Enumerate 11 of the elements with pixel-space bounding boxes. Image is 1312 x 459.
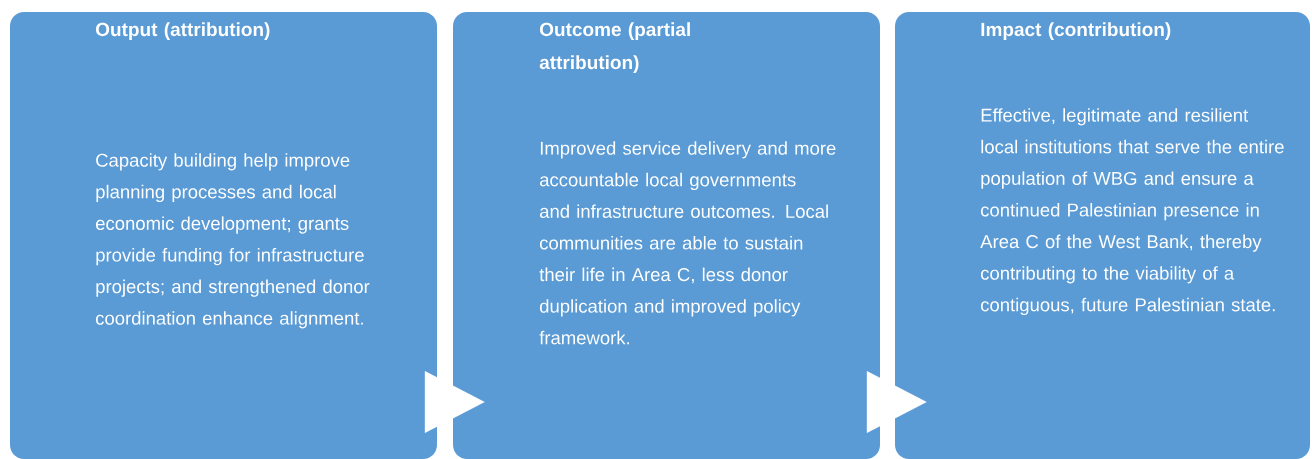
chevron-arrow: [866, 371, 927, 433]
process-box: [895, 12, 1310, 459]
chevron-arrow: [424, 371, 485, 433]
box-heading: Output (attribution): [96, 22, 270, 40]
box-text: Capacity building help improve planning processes and local economic development; grants provide funding for infrastructure projects; and strengthened donor coordination enhance alignment.: [96, 153, 370, 329]
box-text: Effective, legitimate and resilient local institutions that serve the entire population of WBG and ensure a continued Palestinian presence in Area C of the West Bank, thereby contributing to the viability of a contiguous, future Palestinian state.: [980, 108, 1284, 316]
box-text: Improved service delivery and more accountable local governments and infrastructure outcomes. Local communities are able to sustain their life in Area C, less donor duplication and improved policy framework.: [539, 141, 836, 345]
box-heading: Outcome (partial attribution): [539, 22, 690, 73]
process-box: [10, 12, 437, 459]
process-box: [453, 12, 880, 459]
box-heading: Impact (contribution): [981, 22, 1171, 40]
